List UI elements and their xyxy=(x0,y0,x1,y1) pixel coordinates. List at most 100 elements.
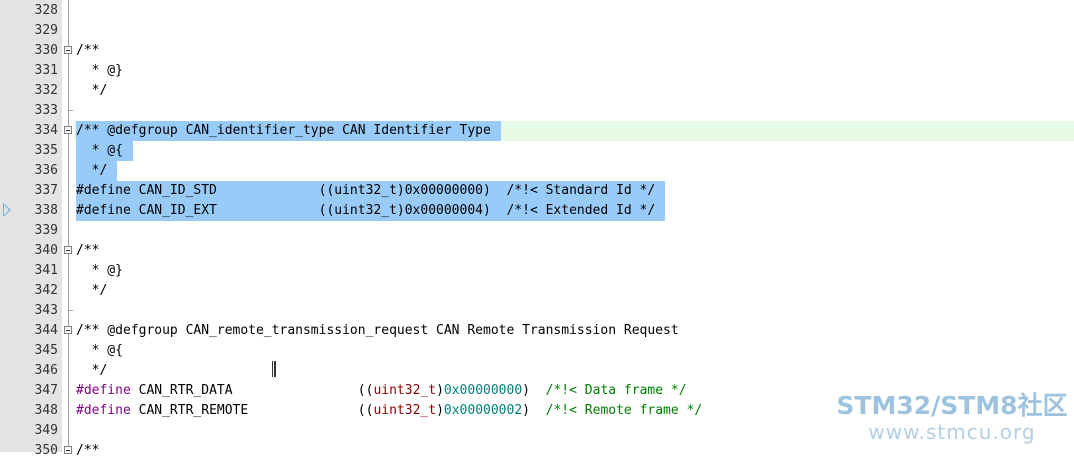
line-text[interactable]: #define CAN_RTR_REMOTE ((uint32_t)0x0000… xyxy=(76,401,712,421)
type-keyword: uint32_t xyxy=(373,383,437,398)
hex-number: 0x00000000 xyxy=(443,383,523,398)
line-text[interactable]: * @} xyxy=(76,263,123,278)
watermark-title: STM32/STM8社区 xyxy=(836,391,1068,420)
code-line[interactable]: 347 #define CAN_RTR_DATA ((uint32_t)0x00… xyxy=(0,381,1074,401)
line-number: 344 xyxy=(34,323,58,338)
code-line[interactable]: 330 /** xyxy=(0,41,1074,61)
code-line[interactable]: 345 * @{ xyxy=(0,341,1074,361)
fold-end-marker xyxy=(68,310,73,311)
code-line[interactable]: 328 xyxy=(0,1,1074,21)
line-text[interactable]: * @{ xyxy=(76,343,123,358)
code-line[interactable]: 348 #define CAN_RTR_REMOTE ((uint32_t)0x… xyxy=(0,401,1074,421)
inline-comment: /*!< Remote frame */ xyxy=(545,403,703,418)
fold-end-marker xyxy=(68,110,73,111)
line-number: 342 xyxy=(34,283,58,298)
line-number: 349 xyxy=(34,423,58,438)
line-number: 350 xyxy=(34,443,58,458)
paren-open: (( xyxy=(357,403,374,418)
preprocessor-keyword: #define xyxy=(76,383,131,398)
fold-collapse-icon[interactable] xyxy=(64,126,72,134)
line-number: 334 xyxy=(34,123,58,138)
line-number: 330 xyxy=(34,43,58,58)
code-line[interactable]: 331 * @} xyxy=(0,61,1074,81)
line-number: 343 xyxy=(34,303,58,318)
paren-close: ) xyxy=(436,403,444,418)
code-line[interactable]: 333 xyxy=(0,101,1074,121)
code-line[interactable]: 342 */ xyxy=(0,281,1074,301)
code-line[interactable]: 336 */ xyxy=(0,161,1074,181)
line-text[interactable]: /** xyxy=(76,443,100,458)
watermark: STM32/STM8社区 www.stmcu.org xyxy=(836,391,1068,443)
line-number: 338 xyxy=(34,203,58,218)
selected-line-text[interactable]: * @{ xyxy=(76,141,133,161)
code-line[interactable]: 343 xyxy=(0,301,1074,321)
line-number: 340 xyxy=(34,243,58,258)
selected-line-text[interactable]: /** @defgroup CAN_identifier_type CAN Id… xyxy=(76,121,501,141)
line-number: 333 xyxy=(34,103,58,118)
fold-collapse-icon[interactable] xyxy=(64,246,72,254)
code-line[interactable]: 339 xyxy=(0,221,1074,241)
code-line[interactable]: 349 xyxy=(0,421,1074,441)
macro-name: CAN_RTR_DATA xyxy=(130,383,358,398)
line-number: 348 xyxy=(34,403,58,418)
marker-margin[interactable] xyxy=(0,0,20,452)
line-number-gutter[interactable] xyxy=(20,0,62,452)
fold-guide-line xyxy=(68,0,69,452)
line-number: 336 xyxy=(34,163,58,178)
macro-name: CAN_RTR_REMOTE xyxy=(130,403,358,418)
line-text[interactable] xyxy=(76,21,86,41)
code-line[interactable]: 344 /** @defgroup CAN_remote_transmissio… xyxy=(0,321,1074,341)
code-line[interactable]: 335 * @{ xyxy=(0,141,1074,161)
inline-comment: /*!< Data frame */ xyxy=(545,383,687,398)
line-text[interactable]: #define CAN_RTR_DATA ((uint32_t)0x000000… xyxy=(76,381,697,401)
code-line[interactable]: 350 /** xyxy=(0,441,1074,461)
line-number: 339 xyxy=(34,223,58,238)
line-text[interactable]: */ xyxy=(76,363,108,378)
line-text[interactable]: */ xyxy=(76,83,108,98)
code-line[interactable]: 341 * @} xyxy=(0,261,1074,281)
fold-collapse-icon[interactable] xyxy=(64,46,72,54)
code-line[interactable]: 338 #define CAN_ID_EXT ((uint32_t)0x0000… xyxy=(0,201,1074,221)
line-text[interactable] xyxy=(76,301,86,321)
line-number: 329 xyxy=(34,23,58,38)
code-line[interactable]: 332 */ xyxy=(0,81,1074,101)
watermark-url: www.stmcu.org xyxy=(868,420,1036,444)
line-text[interactable]: */ xyxy=(76,283,108,298)
line-text[interactable] xyxy=(76,221,86,241)
current-line-marker-icon xyxy=(3,203,11,217)
line-number: 331 xyxy=(34,63,58,78)
paren-end: ) xyxy=(522,403,546,418)
line-text[interactable]: /** @defgroup CAN_remote_transmission_re… xyxy=(76,323,679,338)
line-number: 337 xyxy=(34,183,58,198)
line-text[interactable]: /** xyxy=(76,243,100,258)
line-text[interactable] xyxy=(76,421,86,441)
line-text[interactable]: /** xyxy=(76,43,100,58)
code-line[interactable]: 340 /** xyxy=(0,241,1074,261)
fold-collapse-icon[interactable] xyxy=(64,326,72,334)
current-code-line[interactable]: 334 /** @defgroup CAN_identifier_type CA… xyxy=(0,121,1074,141)
type-keyword: uint32_t xyxy=(373,403,437,418)
line-number: 345 xyxy=(34,343,58,358)
hex-number: 0x00000002 xyxy=(443,403,523,418)
line-number: 341 xyxy=(34,263,58,278)
text-cursor-icon xyxy=(272,361,276,377)
selected-line-text[interactable]: #define CAN_ID_EXT ((uint32_t)0x00000004… xyxy=(76,201,666,221)
fold-collapse-icon[interactable] xyxy=(64,446,72,454)
line-number: 328 xyxy=(34,3,58,18)
preprocessor-keyword: #define xyxy=(76,403,131,418)
paren-close: ) xyxy=(436,383,444,398)
code-line[interactable]: 337 #define CAN_ID_STD ((uint32_t)0x0000… xyxy=(0,181,1074,201)
line-number: 335 xyxy=(34,143,58,158)
selected-line-text[interactable]: #define CAN_ID_STD ((uint32_t)0x00000000… xyxy=(76,181,666,201)
line-number: 347 xyxy=(34,383,58,398)
selected-line-text[interactable]: */ xyxy=(76,161,118,181)
line-text[interactable] xyxy=(76,101,86,121)
line-number: 332 xyxy=(34,83,58,98)
code-line[interactable]: 329 xyxy=(0,21,1074,41)
line-text[interactable]: * @} xyxy=(76,63,123,78)
paren-open: (( xyxy=(357,383,374,398)
line-text[interactable] xyxy=(76,1,86,21)
paren-end: ) xyxy=(522,383,546,398)
code-line[interactable]: 346 */ xyxy=(0,361,1074,381)
